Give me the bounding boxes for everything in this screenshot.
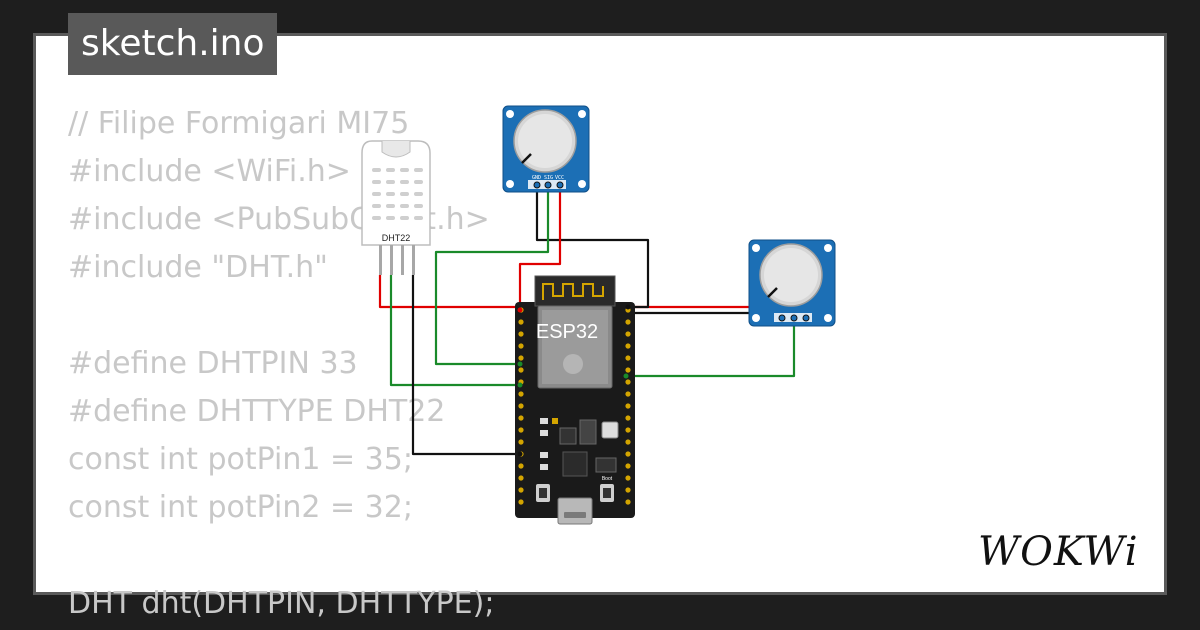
pot1-sig-label: SIG bbox=[544, 175, 553, 181]
code-line: const int potPin2 = 32; bbox=[68, 490, 413, 525]
code-line: const int potPin1 = 35; bbox=[68, 442, 413, 477]
esp32-board[interactable]: ESP32 bbox=[515, 275, 635, 525]
usb-port bbox=[557, 497, 593, 525]
code-line: // Filipe Formigari MI75 bbox=[68, 106, 410, 141]
dht22-label: DHT22 bbox=[382, 233, 411, 243]
code-line: #include "DHT.h" bbox=[68, 250, 328, 285]
code-line: #include <PubSubClient.h> bbox=[68, 202, 490, 237]
wire-dht-gnd bbox=[411, 275, 520, 456]
file-tab[interactable]: sketch.ino bbox=[68, 13, 278, 75]
boot-label: Boot bbox=[602, 476, 613, 482]
potentiometer-2[interactable] bbox=[748, 239, 836, 327]
wire-pot1-vcc bbox=[518, 186, 562, 310]
wire-dht-data bbox=[389, 275, 520, 387]
right-pin-header bbox=[625, 307, 631, 505]
wire-pot1-sig bbox=[434, 186, 550, 366]
code-line: #define DHTTYPE DHT22 bbox=[68, 394, 446, 429]
wire-endpoints bbox=[517, 304, 631, 457]
file-tab-label: sketch.ino bbox=[81, 23, 265, 64]
esp32-label: ESP32 bbox=[536, 321, 598, 343]
wire-pot1-gnd bbox=[535, 186, 650, 309]
dht22-sensor[interactable]: DHT22 bbox=[361, 140, 431, 275]
code-line: #define DHTPIN 33 bbox=[68, 346, 358, 381]
wokwi-wordmark: WOKWi bbox=[978, 529, 1139, 575]
code-editor[interactable]: // Filipe Formigari MI75 #include <WiFi.h… bbox=[68, 100, 494, 628]
wokwi-logo: WOKWi bbox=[975, 525, 1150, 582]
pot1-vcc-label: VCC bbox=[555, 175, 564, 181]
pot1-gnd-label: GND bbox=[532, 175, 541, 181]
boot-button[interactable] bbox=[600, 484, 614, 502]
wire-pot2-sig bbox=[626, 322, 796, 378]
en-button[interactable] bbox=[536, 484, 550, 502]
potentiometer-1[interactable]: GND SIG VCC bbox=[502, 105, 590, 193]
code-line: DHT dht(DHTPIN, DHTTYPE); bbox=[68, 586, 495, 621]
code-line: #include <WiFi.h> bbox=[68, 154, 351, 189]
espressif-logo-icon bbox=[563, 354, 583, 374]
